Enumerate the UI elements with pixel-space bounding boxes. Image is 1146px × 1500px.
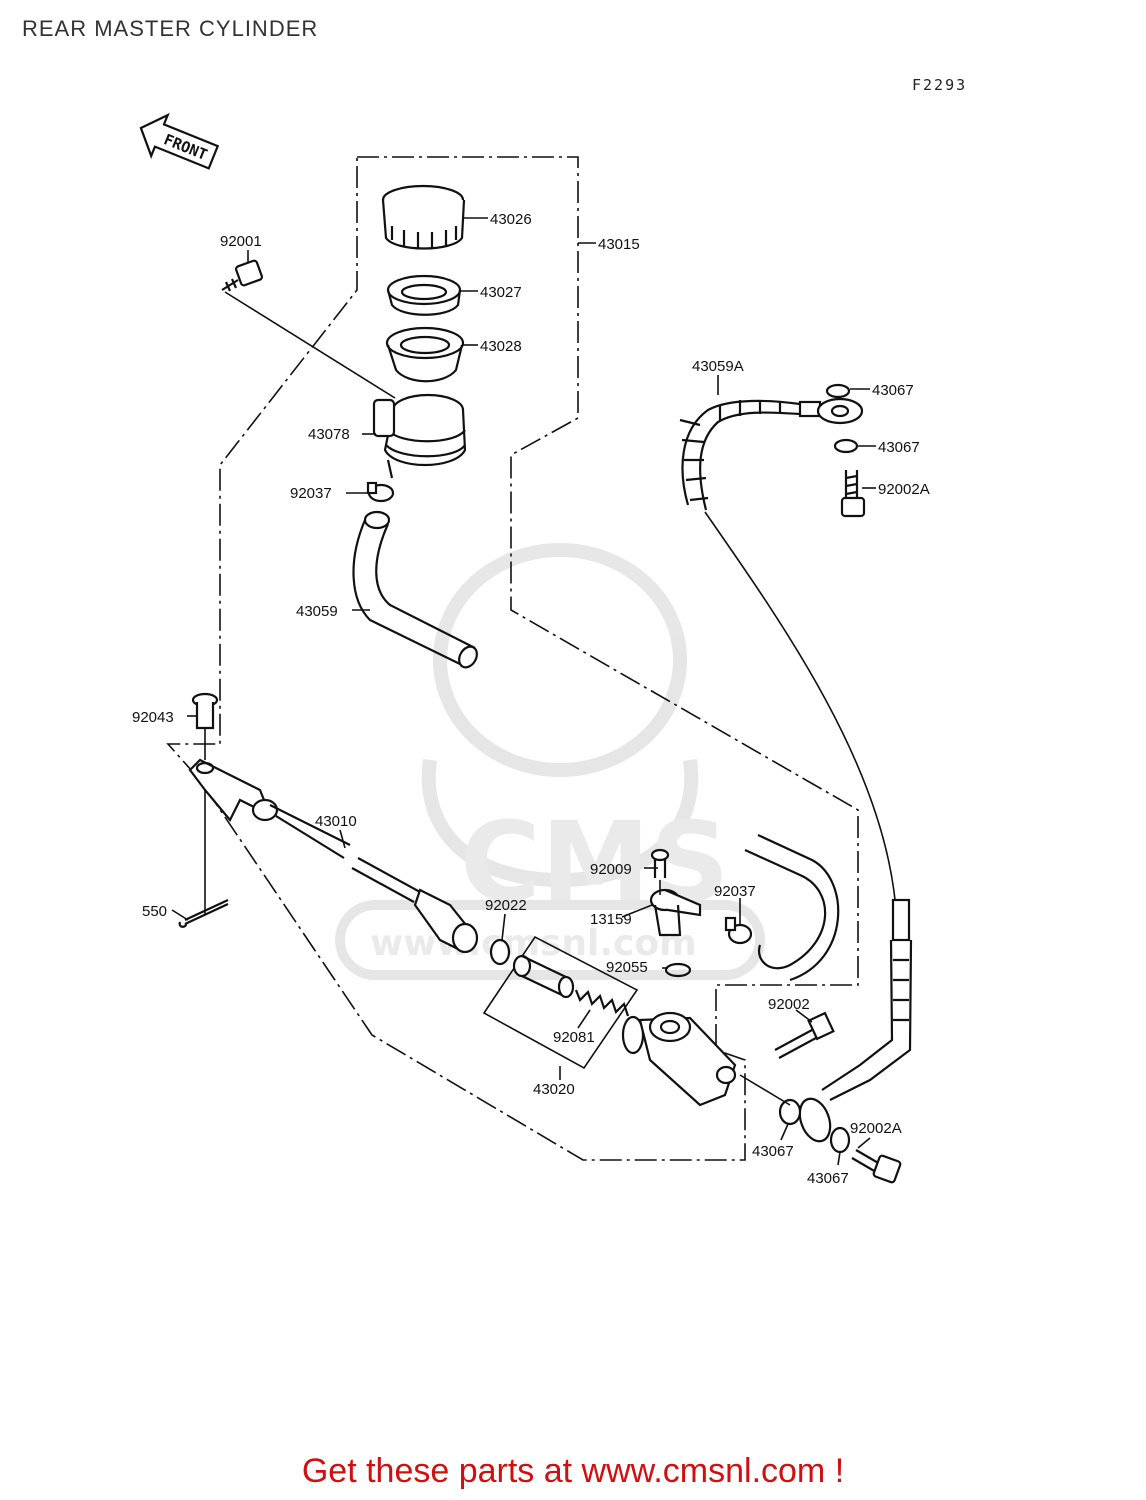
part-label-43067-a: 43067 <box>872 382 914 399</box>
hose-43059 <box>352 510 478 669</box>
reservoir-diaphragm <box>385 326 465 383</box>
o-ring-92055 <box>664 962 692 978</box>
bolt-92002 <box>774 1011 835 1059</box>
part-label-92002A-upper: 92002A <box>878 481 930 498</box>
reservoir-plate <box>386 274 462 316</box>
part-label-43067-b: 43067 <box>878 439 920 456</box>
part-label-550: 550 <box>142 903 167 920</box>
washer-43067-b <box>833 438 859 454</box>
part-label-43020: 43020 <box>533 1081 575 1098</box>
ring-92022 <box>489 938 511 966</box>
washer-43067-a <box>825 383 851 399</box>
part-label-43010: 43010 <box>315 813 357 830</box>
part-label-92009: 92009 <box>590 861 632 878</box>
part-label-43028: 43028 <box>480 338 522 355</box>
washer-43067-d <box>829 1126 851 1154</box>
master-cylinder-body <box>621 1011 737 1107</box>
part-label-43059A: 43059A <box>692 358 744 375</box>
spring-92081 <box>574 989 630 1017</box>
part-label-43059: 43059 <box>296 603 338 620</box>
part-label-92022: 92022 <box>485 897 527 914</box>
clamp-92037-lower <box>724 916 753 945</box>
part-label-43027: 43027 <box>480 284 522 301</box>
front-arrow: FRONT <box>139 112 220 170</box>
page-title: REAR MASTER CYLINDER <box>22 16 319 41</box>
reservoir-tank <box>372 393 467 479</box>
hose-43059-lower <box>744 834 840 982</box>
bolt-92001 <box>221 259 264 292</box>
watermark-logo-head <box>433 543 687 777</box>
watermark-logo-body <box>421 759 699 888</box>
watermark-url: www.cmsnl.com <box>370 923 697 964</box>
part-label-92055: 92055 <box>606 959 648 976</box>
part-label-92002A-lower: 92002A <box>850 1120 902 1137</box>
part-label-43015: 43015 <box>598 236 640 253</box>
brake-hose-43059A <box>679 397 913 1143</box>
part-label-92002: 92002 <box>768 996 810 1013</box>
reservoir-cap <box>381 184 466 250</box>
part-label-43078: 43078 <box>308 426 350 443</box>
parts-diagram: CMS www.cmsnl.com FRONT <box>132 112 930 1187</box>
part-label-92081: 92081 <box>553 1029 595 1046</box>
bolt-92002A-lower <box>851 1149 902 1184</box>
cotter-pin-550 <box>178 899 229 928</box>
washer-43067-c <box>778 1098 802 1126</box>
bolt-92002A-upper <box>840 470 866 518</box>
piston-43020 <box>512 954 575 999</box>
footer-link[interactable]: Get these parts at www.cmsnl.com ! <box>301 1452 845 1490</box>
part-label-92037-upper: 92037 <box>290 485 332 502</box>
assembly-boundary-43015 <box>166 156 859 1161</box>
part-label-92043: 92043 <box>132 709 174 726</box>
part-label-43026: 43026 <box>490 211 532 228</box>
part-label-43067-c: 43067 <box>752 1143 794 1160</box>
clevis-pushrod-43010 <box>188 758 479 954</box>
front-arrow-shape <box>139 112 220 170</box>
watermark-band <box>335 900 765 980</box>
leader-lines <box>171 217 876 1166</box>
part-label-92037-lower: 92037 <box>714 883 756 900</box>
pin-92043 <box>191 692 219 730</box>
part-label-13159: 13159 <box>590 911 632 928</box>
part-label-43067-d: 43067 <box>807 1170 849 1187</box>
figure-code: F2293 <box>912 76 968 94</box>
clamp-92037-upper <box>366 481 395 503</box>
part-label-92001: 92001 <box>220 233 262 250</box>
fitting-13159 <box>649 848 702 937</box>
